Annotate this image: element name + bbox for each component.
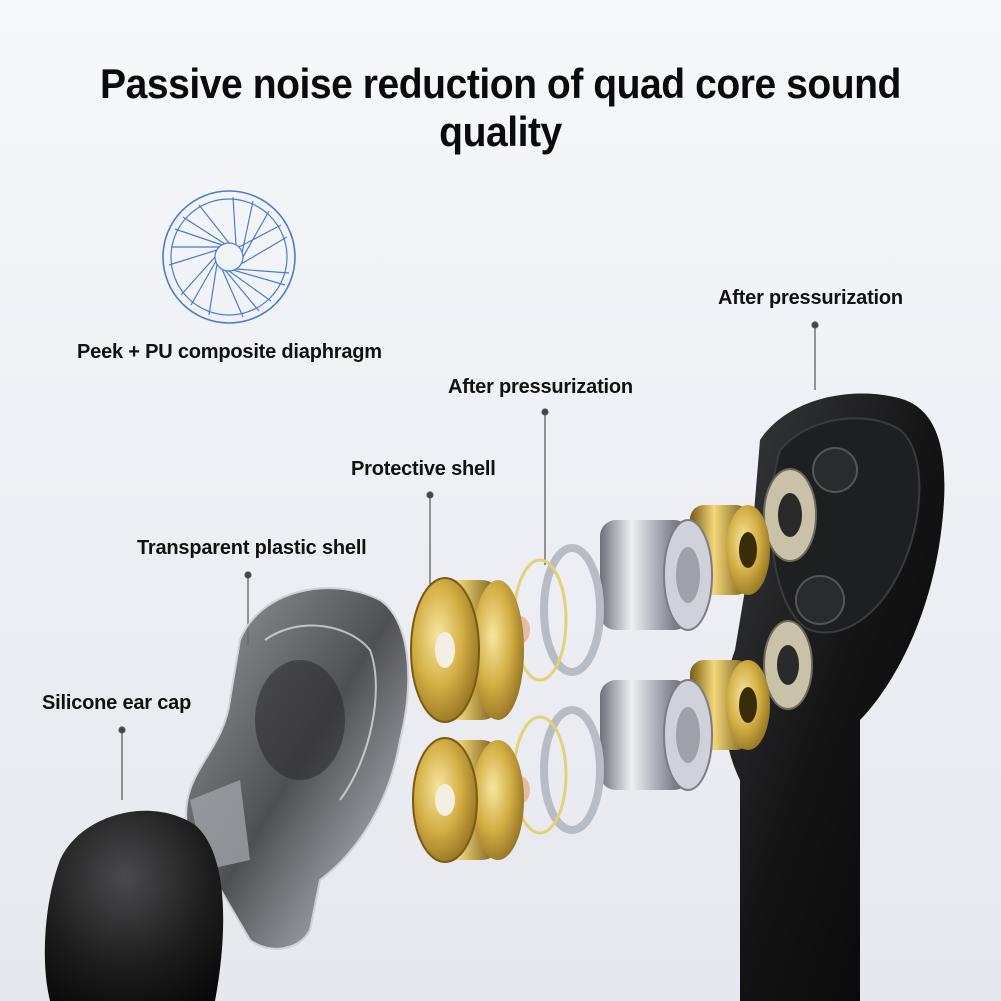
page-title: Passive noise reduction of quad core sou… (100, 60, 901, 155)
driver-stack (410, 468, 817, 863)
leader-lines (118, 321, 819, 800)
label-after-pressurization-top: After pressurization (718, 287, 903, 309)
label-after-pressurization-mid: After pressurization (448, 376, 633, 398)
label-silicone-cap: Silicone ear cap (42, 692, 192, 714)
label-protective-shell: Protective shell (351, 458, 496, 480)
label-diaphragm: Peek + PU composite diaphragm (77, 341, 382, 363)
silicone-ear-cap (44, 810, 224, 1001)
label-transparent-shell: Transparent plastic shell (137, 537, 367, 559)
diaphragm-icon (162, 190, 296, 324)
